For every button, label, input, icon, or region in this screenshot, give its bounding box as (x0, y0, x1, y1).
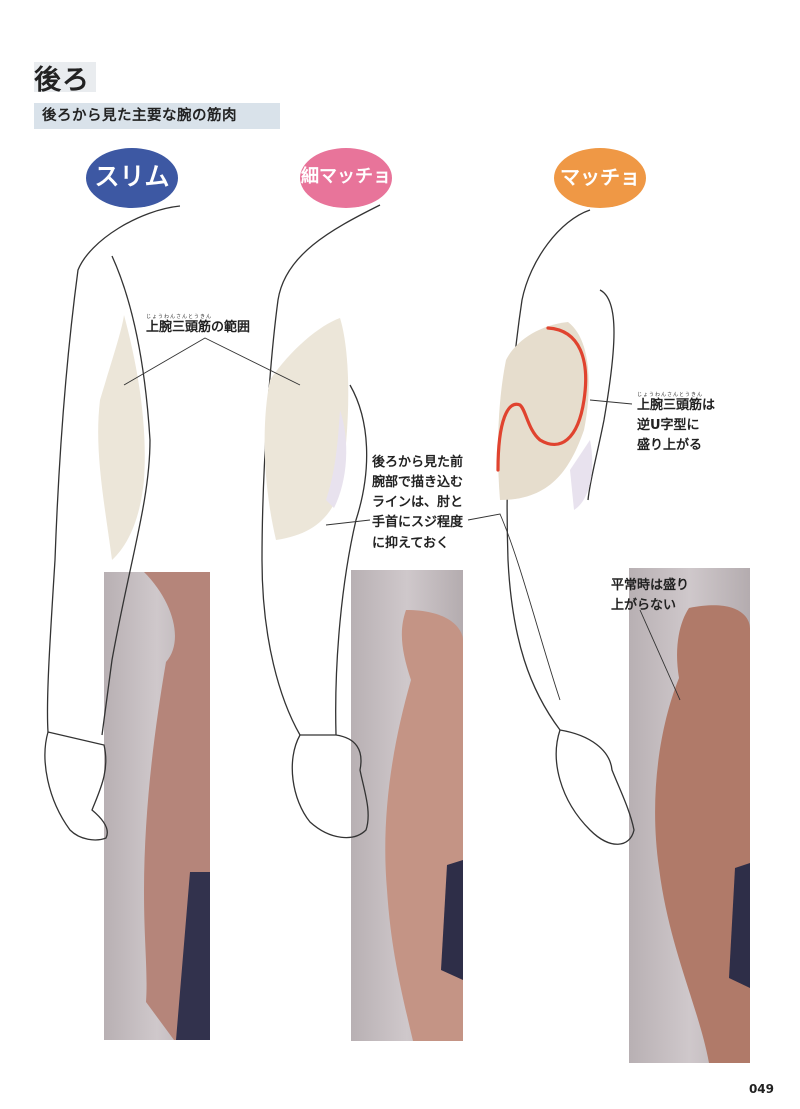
forearm-note-line-1: 後ろから見た前 (372, 455, 464, 470)
macho-arm-drawing (506, 209, 635, 845)
photo-macho-arm (629, 568, 750, 1063)
title-highlight (34, 62, 96, 92)
page-title: 後ろ (34, 65, 90, 96)
badge-slim: スリム (86, 148, 178, 208)
label-triceps-range: 上腕三頭筋の範囲 (146, 320, 251, 335)
page-number: 049 (748, 1082, 774, 1096)
label-triceps-u: 上腕三頭筋は 逆U字型に 盛り上がる (637, 396, 715, 456)
slim-triceps-area (98, 315, 145, 560)
photo-slim-arm (104, 572, 210, 1040)
triceps-u-line-1: 上腕三頭筋は (637, 398, 716, 413)
macho-triceps-area (498, 322, 589, 500)
label-forearm-note: 後ろから見た前 腕部で描き込む ラインは、肘と 手首にスジ程度 に抑えておく (372, 453, 463, 554)
macho-inner-shade (570, 440, 593, 510)
forearm-note-line-4: 手首にスジ程度 (372, 515, 464, 531)
photo-macho-figure (655, 605, 750, 1063)
slim-arm-drawing (44, 205, 181, 841)
triceps-u-line-2: 逆U字型に (637, 418, 700, 434)
ruby-triceps-range: じょうわんさんとうきん (146, 314, 213, 320)
thin-macho-triceps-area (264, 318, 349, 540)
thin-macho-inner-shade (326, 410, 347, 508)
annotation-leader-lines (123, 337, 681, 701)
forearm-note-line-3: ラインは、肘と (372, 495, 464, 511)
photo-thin-macho-figure (385, 610, 463, 1041)
badge-macho: マッチョ (554, 148, 646, 208)
forearm-note-line-5: に抑えておく (372, 535, 449, 551)
ruby-triceps-u: じょうわんさんとうきん (637, 392, 704, 398)
label-normal-state: 平常時は盛り 上がらない (611, 576, 689, 616)
photo-thin-macho-arm (351, 570, 463, 1041)
page-title-block: 後ろ (34, 58, 96, 97)
photo-slim-figure (144, 572, 210, 1040)
normal-state-line-2: 上がらない (611, 598, 677, 614)
forearm-note-line-2: 腕部で描き込む (372, 475, 464, 491)
normal-state-line-1: 平常時は盛り (611, 578, 690, 593)
triceps-u-line-3: 盛り上がる (637, 438, 703, 454)
page-subtitle: 後ろから見た主要な腕の筋肉 (34, 103, 280, 129)
badge-thin-macho: 細マッチョ (300, 148, 392, 208)
macho-u-line (496, 326, 588, 472)
